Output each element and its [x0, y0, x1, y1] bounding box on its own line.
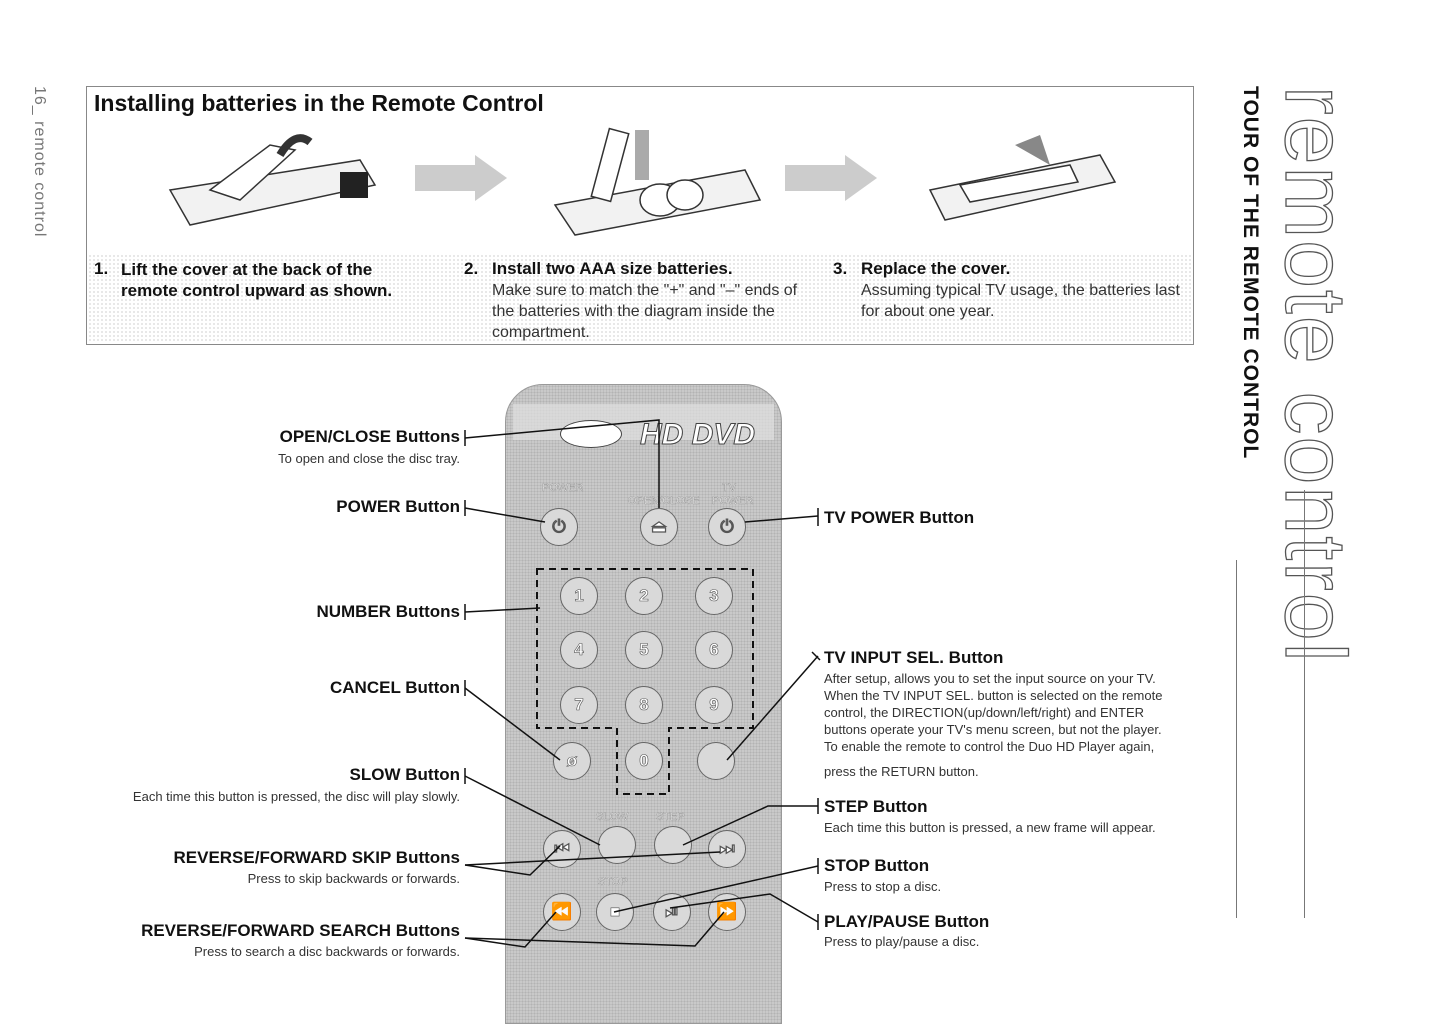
playpause-desc: Press to play/pause a disc. [824, 934, 980, 949]
tvinput-desc-line: To enable the remote to control the Duo … [824, 739, 1155, 754]
stop-desc: Press to stop a disc. [824, 879, 942, 894]
remote-cover-open-illustration [168, 134, 377, 226]
arrow-right-icon [785, 155, 877, 201]
forward-skip-button[interactable]: ⏭ [708, 830, 746, 868]
reverse-search-button[interactable]: ⏪ [543, 893, 581, 931]
number-buttons-outline [536, 568, 754, 795]
power-label: POWER Button [336, 497, 460, 516]
power-button[interactable]: ⏻ [540, 508, 578, 546]
install-batteries-illustration [553, 127, 762, 236]
openclose-label: OPEN/CLOSE Buttons [279, 427, 460, 446]
number-button-2[interactable]: 2 [625, 577, 663, 615]
number-button-6[interactable]: 6 [695, 631, 733, 669]
step-number: 3. [833, 259, 848, 278]
open-close-button[interactable]: ⏏ [640, 508, 678, 546]
divider [1236, 560, 1237, 918]
number-button-5[interactable]: 5 [625, 631, 663, 669]
number-button-7[interactable]: 7 [560, 686, 598, 724]
number-button-3[interactable]: 3 [695, 577, 733, 615]
stop-label: STOP Button [824, 856, 930, 875]
battery-section-title: Installing batteries in the Remote Contr… [94, 90, 544, 116]
dotted-background [88, 254, 1192, 343]
cancel-button[interactable]: ø [553, 742, 591, 780]
tvinput-desc-line: When the TV INPUT SEL. button is selecte… [824, 688, 1163, 703]
tvinput-desc-line: control, the DIRECTION(up/down/left/righ… [824, 705, 1145, 720]
number-button-8[interactable]: 8 [625, 686, 663, 724]
tv-power-button[interactable]: ⏻ [708, 508, 746, 546]
tvinput-desc-line: buttons operate your TV's menu screen, b… [824, 722, 1162, 737]
step-mark: STEP [656, 811, 685, 823]
search-desc: Press to search a disc backwards or forw… [194, 944, 460, 959]
number-button-0[interactable]: 0 [625, 742, 663, 780]
step-desc: Each time this button is pressed, a new … [824, 820, 1156, 835]
openclose-mark: OPEN/CLOSE [628, 495, 700, 507]
cancel-label: CANCEL Button [330, 678, 460, 697]
search-label: REVERSE/FORWARD SEARCH Buttons [141, 921, 460, 940]
number-button-1[interactable]: 1 [560, 577, 598, 615]
stop-mark: STOP [598, 876, 628, 888]
skip-label: REVERSE/FORWARD SKIP Buttons [173, 848, 460, 867]
step-number: 2. [464, 259, 479, 278]
playpause-label: PLAY/PAUSE Button [824, 912, 990, 931]
tv-input-sel-button[interactable] [697, 742, 735, 780]
step-description: Assuming typical TV usage, the batteries… [861, 282, 1180, 320]
skip-desc: Press to skip backwards or forwards. [247, 871, 460, 886]
replace-cover-illustration [928, 135, 1117, 221]
openclose-desc: To open and close the disc tray. [278, 451, 460, 466]
step-heading: Install two AAA size batteries. [492, 259, 733, 278]
step-heading: Replace the cover. [861, 259, 1011, 278]
step-button[interactable] [654, 826, 692, 864]
reverse-skip-button[interactable]: ⏮ [543, 830, 581, 868]
step-number: 1. [94, 259, 109, 278]
number-button-4[interactable]: 4 [560, 631, 598, 669]
tvinput-desc-line: press the RETURN button. [824, 764, 979, 779]
arrow-right-icon [415, 155, 507, 201]
tvinput-label: TV INPUT SEL. Button [824, 648, 1004, 667]
tvpower-label: TV POWER Button [824, 508, 975, 527]
step-description: Make sure to match the "+" and "–" ends … [492, 282, 798, 341]
divider [1304, 490, 1305, 918]
battery-instructions-box [86, 86, 1194, 345]
step-label: STEP Button [824, 797, 928, 816]
tvpower-mark: POWER [712, 495, 754, 507]
slow-desc: Each time this button is pressed, the di… [132, 789, 460, 804]
number-button-9[interactable]: 9 [695, 686, 733, 724]
step-heading: Lift the cover at the back of the remote… [121, 260, 393, 300]
slow-label: SLOW Button [349, 765, 460, 784]
tv-mark: TV [722, 482, 737, 494]
slow-mark: SLOW [596, 811, 629, 823]
tvinput-desc-line: After setup, allows you to set the input… [824, 671, 1156, 686]
number-label: NUMBER Buttons [316, 602, 460, 621]
power-mark: POWER [542, 482, 584, 494]
